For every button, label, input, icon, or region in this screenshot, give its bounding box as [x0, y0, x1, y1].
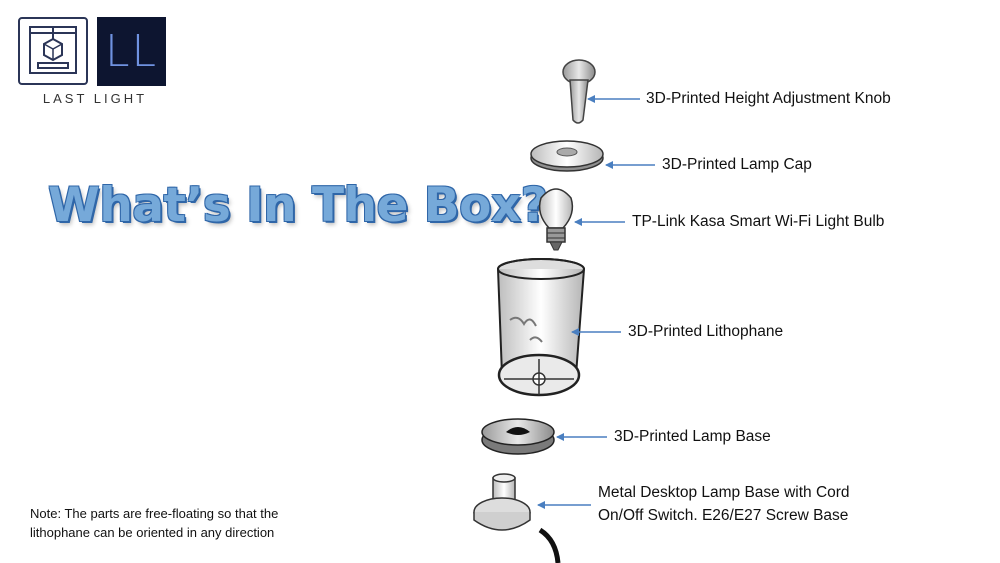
label-metal-base-line2: On/Off Switch. E26/E27 Screw Base — [598, 507, 849, 524]
lithophane-icon — [497, 258, 585, 397]
note-text: Note: The parts are free-floating so tha… — [30, 506, 279, 540]
label-metal-base-line1: Metal Desktop Lamp Base with Cord — [598, 484, 850, 501]
light-bulb-icon — [538, 188, 574, 251]
brand-name: LAST LIGHT — [42, 91, 148, 106]
label-lithophane: 3D-Printed Lithophane — [628, 323, 784, 340]
printed-lamp-base-icon — [481, 418, 555, 455]
page-title: What’s In The Box? — [48, 178, 548, 233]
label-printed-lamp-base: 3D-Printed Lamp Base — [614, 428, 771, 445]
label-light-bulb: TP-Link Kasa Smart Wi-Fi Light Bulb — [632, 213, 885, 230]
printer-logo-icon — [18, 17, 88, 85]
lamp-cap-icon — [530, 140, 604, 172]
monogram-logo: LL — [97, 17, 166, 86]
printer-frame-icon — [29, 26, 77, 74]
metal-desktop-base-icon — [473, 473, 561, 563]
height-knob-icon — [562, 59, 596, 124]
label-height-knob: 3D-Printed Height Adjustment Knob — [646, 90, 891, 107]
label-lamp-cap: 3D-Printed Lamp Cap — [662, 156, 812, 173]
